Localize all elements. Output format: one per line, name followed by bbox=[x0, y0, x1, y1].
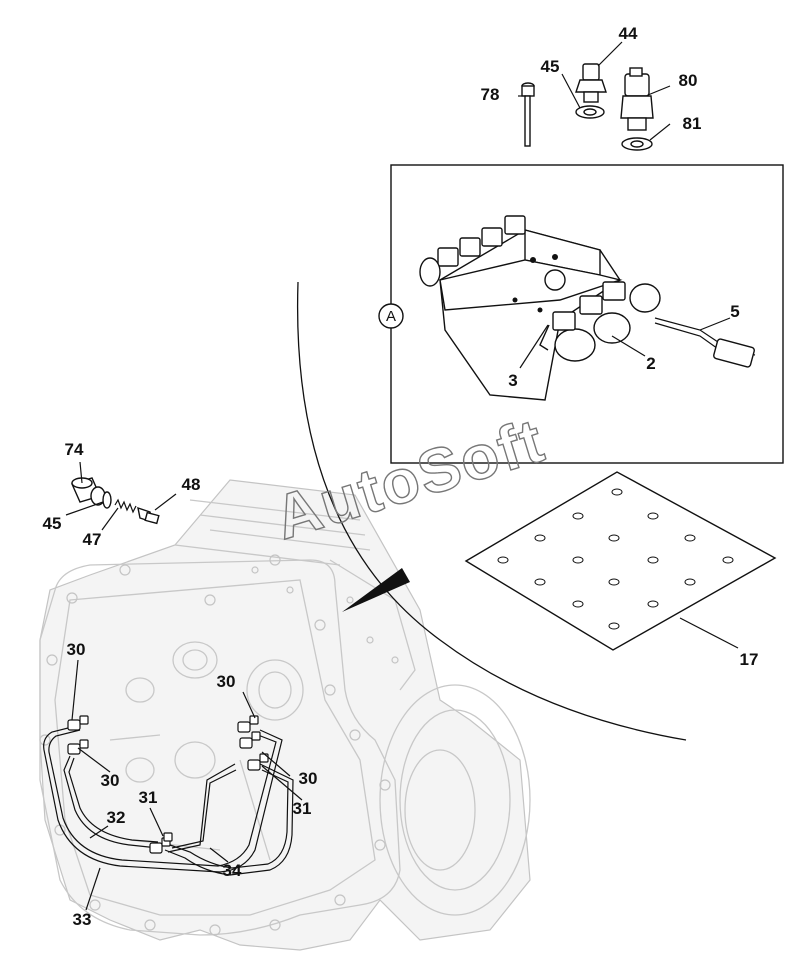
solenoid-valve-block bbox=[419, 215, 756, 401]
spring-47 bbox=[114, 498, 137, 514]
callout-30-b: 30 bbox=[217, 672, 236, 691]
hydraulic-pipes bbox=[43, 715, 294, 876]
callout-45-top: 45 bbox=[541, 57, 560, 76]
filter-plate-17 bbox=[464, 471, 777, 651]
callout-31-b: 31 bbox=[139, 788, 158, 807]
temperature-sensor-80 bbox=[620, 67, 654, 131]
washer-45-left bbox=[102, 491, 112, 509]
callout-32: 32 bbox=[107, 808, 126, 827]
transmission-housing bbox=[39, 479, 531, 951]
callout-80: 80 bbox=[679, 71, 698, 90]
callout-3: 3 bbox=[508, 371, 517, 390]
view-a-marker-label: A bbox=[386, 308, 396, 325]
callout-48: 48 bbox=[182, 475, 201, 494]
bolt-78 bbox=[521, 82, 535, 147]
callout-17: 17 bbox=[740, 650, 759, 669]
callout-5: 5 bbox=[730, 302, 739, 321]
callout-30-d: 30 bbox=[299, 769, 318, 788]
leader-lines bbox=[65, 41, 739, 911]
callout-30-a: 30 bbox=[67, 640, 86, 659]
callout-31-a: 31 bbox=[293, 799, 312, 818]
callout-47: 47 bbox=[83, 530, 102, 549]
callout-74: 74 bbox=[65, 440, 84, 459]
pressure-switch-44 bbox=[575, 63, 607, 103]
callout-34: 34 bbox=[223, 861, 242, 880]
callout-2: 2 bbox=[646, 354, 655, 373]
callout-45-left: 45 bbox=[43, 514, 62, 533]
callout-44: 44 bbox=[619, 24, 638, 43]
callout-30-c: 30 bbox=[101, 771, 120, 790]
plug-74 bbox=[71, 477, 106, 506]
detail-view-boundary bbox=[296, 281, 687, 741]
callout-33: 33 bbox=[73, 910, 92, 929]
callout-81: 81 bbox=[683, 114, 702, 133]
view-a-marker: A bbox=[378, 303, 404, 329]
callout-78: 78 bbox=[481, 85, 500, 104]
plunger-48 bbox=[137, 506, 160, 525]
callout-labels: 44 45 80 78 81 5 2 3 74 48 45 47 17 30 3… bbox=[43, 24, 759, 929]
washer-45-top bbox=[575, 105, 605, 119]
washer-81 bbox=[621, 137, 653, 151]
